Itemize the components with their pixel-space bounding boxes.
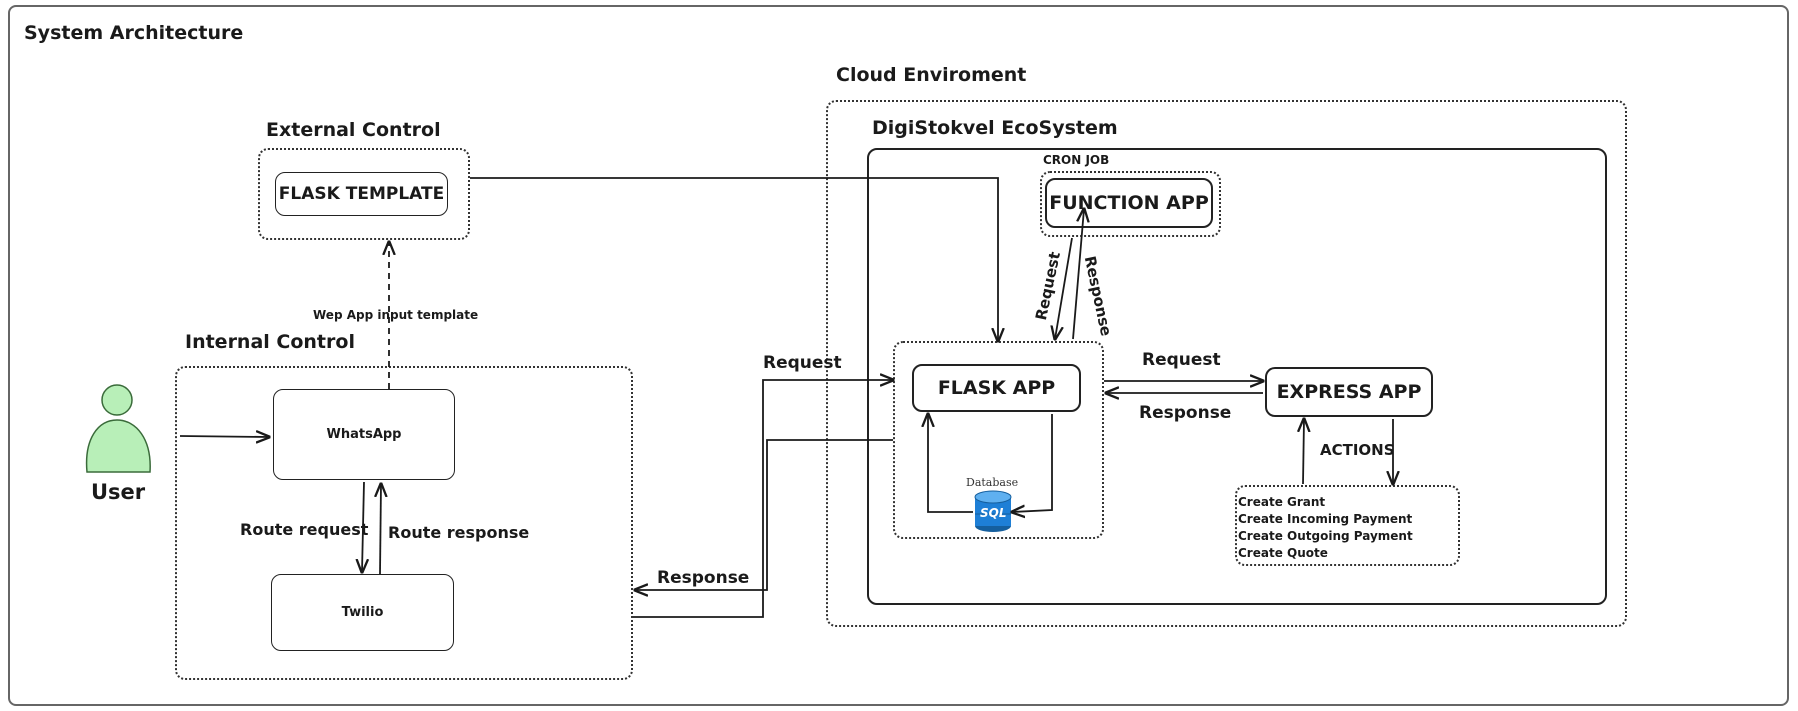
flask-app-box: FLASK APP bbox=[912, 364, 1081, 412]
express-app-box: EXPRESS APP bbox=[1265, 367, 1433, 417]
ecosystem-group bbox=[867, 148, 1607, 605]
action-item: Create Outgoing Payment bbox=[1238, 529, 1413, 543]
response-vertical-arrow bbox=[1072, 209, 1084, 340]
route-request-label: Route request bbox=[240, 520, 369, 539]
cron-job-group bbox=[1040, 171, 1221, 237]
request-left-label: Request bbox=[763, 353, 842, 373]
cron-job-label: CRON JOB bbox=[1043, 153, 1110, 167]
external-control-label: External Control bbox=[266, 119, 441, 141]
actions-list: Create Grant Create Incoming Payment Cre… bbox=[1238, 494, 1413, 562]
user-icon bbox=[85, 384, 151, 473]
request-vertical-arrow bbox=[1055, 237, 1073, 339]
flask-to-database-arrow bbox=[1012, 414, 1053, 512]
web-app-input-label: Wep App input template bbox=[313, 308, 479, 322]
actions-label: ACTIONS bbox=[1320, 441, 1395, 459]
route-response-label: Route response bbox=[388, 523, 530, 542]
diagram-title: System Architecture bbox=[24, 22, 244, 44]
actions-group bbox=[1235, 485, 1460, 566]
action-item: Create Grant bbox=[1238, 495, 1326, 509]
action-item: Create Incoming Payment bbox=[1238, 512, 1413, 526]
cloud-environment-label: Cloud Enviroment bbox=[836, 64, 1027, 86]
external-control-group bbox=[258, 148, 470, 240]
database-label: Database bbox=[966, 476, 1019, 489]
user-to-whatsapp-arrow bbox=[179, 436, 269, 437]
database-to-flask-arrow bbox=[928, 414, 973, 513]
internal-control-group bbox=[175, 366, 633, 680]
internal-control-label: Internal Control bbox=[185, 331, 355, 353]
diagram-frame bbox=[8, 5, 1789, 706]
sql-database-icon bbox=[974, 490, 1012, 532]
cloud-environment-group bbox=[826, 100, 1627, 627]
twilio-box: Twilio bbox=[271, 574, 454, 651]
response-left-label: Response bbox=[657, 568, 750, 588]
template-to-flask-app-arrow bbox=[470, 177, 998, 341]
action-item: Create Quote bbox=[1238, 546, 1328, 560]
response-left-arrow bbox=[635, 439, 893, 590]
ecosystem-label: DigiStokvel EcoSystem bbox=[872, 117, 1118, 139]
response-right-label: Response bbox=[1139, 403, 1232, 423]
actions-up-arrow bbox=[1303, 419, 1304, 485]
flask-template-box: FLASK TEMPLATE bbox=[275, 172, 448, 216]
whatsapp-box: WhatsApp bbox=[273, 389, 455, 480]
route-request-arrow bbox=[362, 481, 364, 572]
route-response-arrow bbox=[380, 484, 381, 575]
sql-icon-text: SQL bbox=[980, 506, 1007, 520]
user-label: User bbox=[91, 480, 146, 504]
request-left-arrow bbox=[633, 380, 893, 618]
request-right-label: Request bbox=[1142, 350, 1221, 370]
